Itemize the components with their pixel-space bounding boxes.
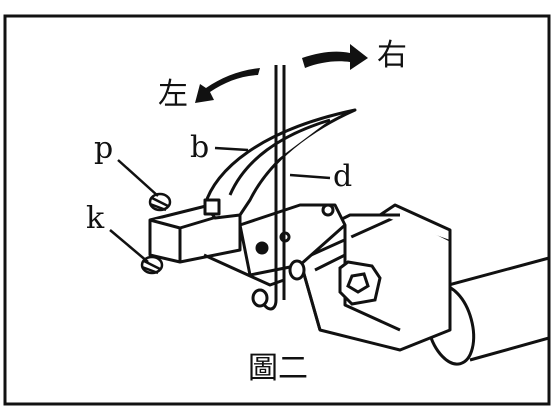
label-left: 左 <box>158 77 188 112</box>
figure-frame <box>3 14 551 406</box>
leader-lines <box>109 146 331 263</box>
label-k: k <box>86 201 105 236</box>
leader-b <box>214 146 249 152</box>
label-d: d <box>333 159 352 194</box>
leader-k <box>109 229 149 263</box>
label-right: 右 <box>377 38 407 73</box>
arrow-right <box>302 44 368 70</box>
curved-blade <box>203 108 357 220</box>
leader-d <box>289 173 331 180</box>
needle-wire <box>203 65 306 311</box>
leader-p <box>117 159 159 197</box>
label-b: b <box>190 130 209 165</box>
figure-caption: 圖二 <box>248 351 308 386</box>
label-p: p <box>94 131 113 166</box>
arrow-left <box>195 68 260 103</box>
hex-bolt <box>338 260 382 306</box>
screw-p <box>148 192 172 212</box>
